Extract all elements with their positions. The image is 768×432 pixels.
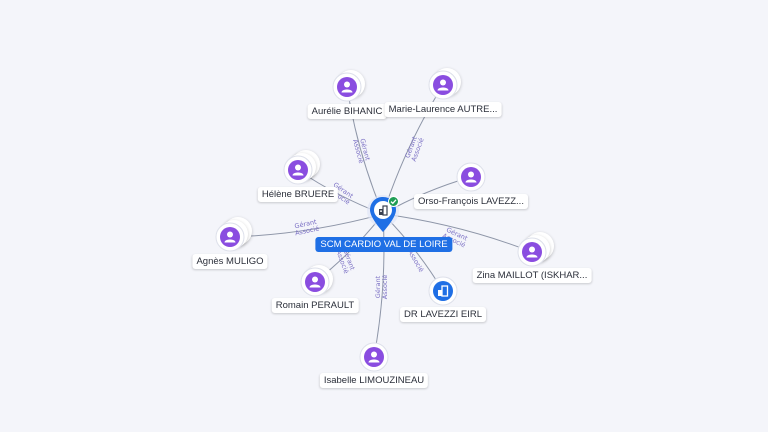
building-icon	[379, 205, 388, 216]
check-icon	[388, 196, 399, 207]
node-label-eirl[interactable]: DR LAVEZZI EIRL	[400, 307, 486, 322]
person-icon	[359, 342, 389, 372]
node-perault[interactable]	[300, 267, 330, 297]
person-icon	[517, 237, 547, 267]
edge-label-muligo: GérantAssocié	[293, 218, 320, 238]
edge-label-limouzineau: GérantAssocié	[374, 275, 389, 300]
node-lavezz[interactable]	[456, 162, 486, 192]
node-bihanic[interactable]	[332, 72, 362, 102]
node-limouzineau[interactable]	[359, 342, 389, 372]
node-label-lavezz[interactable]: Orso-François LAVEZZ...	[414, 194, 528, 209]
person-icon	[300, 267, 330, 297]
edge-label-autre: GérantAssocié	[403, 134, 426, 162]
node-autre[interactable]	[428, 70, 458, 100]
company-icon	[428, 276, 458, 306]
person-icon	[428, 70, 458, 100]
center-node-label[interactable]: SCM CARDIO VAL DE LOIRE	[315, 237, 453, 252]
edge-label-bihanic: GérantAssocié	[351, 137, 372, 165]
edge-maillot	[382, 213, 533, 253]
person-icon	[215, 222, 245, 252]
node-eirl[interactable]	[428, 276, 458, 306]
person-icon	[283, 155, 313, 185]
node-label-bihanic[interactable]: Aurélie BIHANIC	[307, 104, 387, 119]
node-label-muligo[interactable]: Agnès MULIGO	[192, 254, 268, 269]
person-icon	[456, 162, 486, 192]
node-maillot[interactable]	[517, 237, 547, 267]
node-muligo[interactable]	[215, 222, 245, 252]
node-label-perault[interactable]: Romain PERAULT	[271, 298, 359, 313]
node-label-bruere[interactable]: Hélène BRUERE	[257, 187, 339, 202]
node-label-autre[interactable]: Marie-Laurence AUTRE...	[384, 102, 502, 117]
center-node[interactable]	[366, 194, 400, 236]
person-icon	[332, 72, 362, 102]
node-bruere[interactable]	[283, 155, 313, 185]
node-label-limouzineau[interactable]: Isabelle LIMOUZINEAU	[319, 373, 429, 388]
node-label-maillot[interactable]: Zina MAILLOT (ISKHAR...	[472, 268, 592, 283]
